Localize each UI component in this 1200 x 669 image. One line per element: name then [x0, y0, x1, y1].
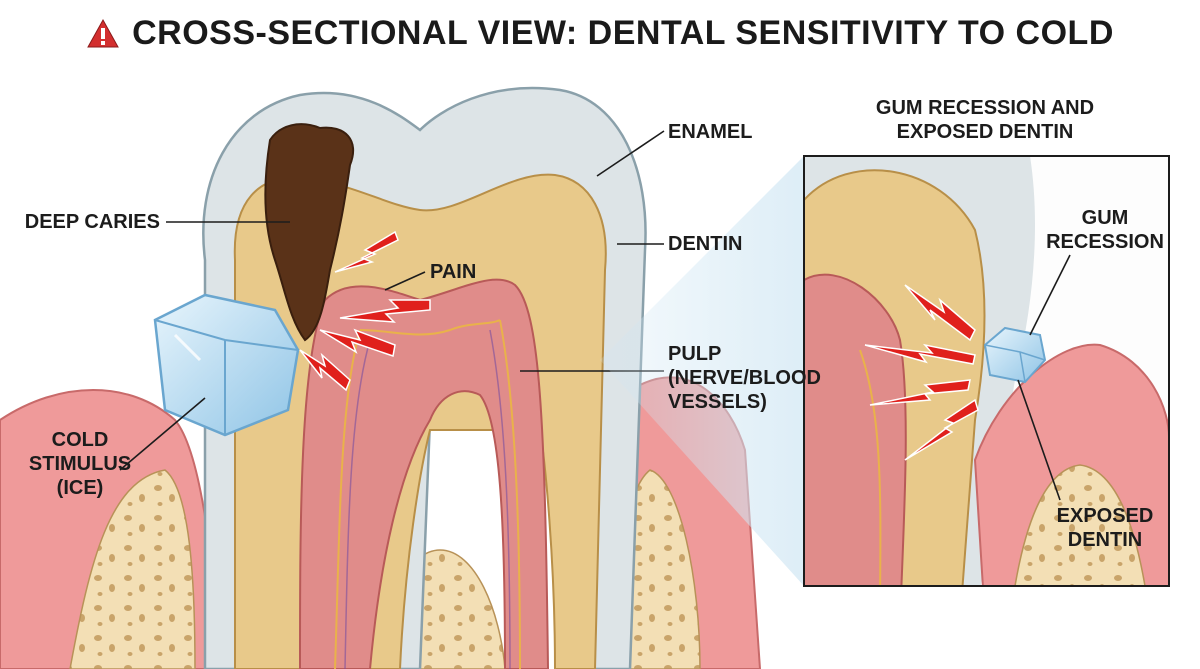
label-exposed-dentin: EXPOSED DENTIN [1056, 505, 1154, 551]
magnifier-beam [600, 156, 804, 586]
lightning-bolt-icon [319, 328, 396, 357]
inset-panel [803, 155, 1170, 587]
nerve-lines [334, 319, 521, 669]
label-dentin: DENTIN [668, 233, 743, 255]
lightning-bolt-icon [339, 299, 431, 323]
page-title: CROSS-SECTIONAL VIEW: DENTAL SENSITIVITY… [132, 14, 1114, 52]
pain-bolts [299, 230, 431, 392]
page-title-row: CROSS-SECTIONAL VIEW: DENTAL SENSITIVITY… [0, 14, 1200, 53]
label-cold-stimulus: COLD STIMULUS (ICE) [28, 429, 132, 499]
bone-left [69, 469, 196, 669]
label-pain: PAIN [430, 261, 477, 283]
lightning-bolt-icon [869, 379, 971, 406]
ice-cube-icon [983, 326, 1047, 384]
ice-cube-icon [153, 293, 300, 437]
label-gum-recession: GUM RECESSION [1046, 207, 1164, 253]
label-deep-caries: DEEP CARIES [24, 211, 160, 233]
lightning-bolt-icon [904, 284, 976, 342]
deep-caries [264, 123, 355, 342]
inset-title: GUM RECESSION AND EXPOSED DENTIN [875, 97, 1095, 143]
label-pulp: PULP (NERVE/BLOOD VESSELS) [668, 343, 821, 413]
lightning-bolt-icon [864, 343, 976, 365]
lightning-bolt-icon [334, 230, 399, 273]
label-enamel: ENAMEL [668, 121, 753, 143]
warning-icon [87, 18, 119, 47]
lightning-bolt-icon [299, 349, 351, 392]
lightning-bolt-icon [904, 398, 979, 461]
main-tooth [0, 86, 762, 669]
